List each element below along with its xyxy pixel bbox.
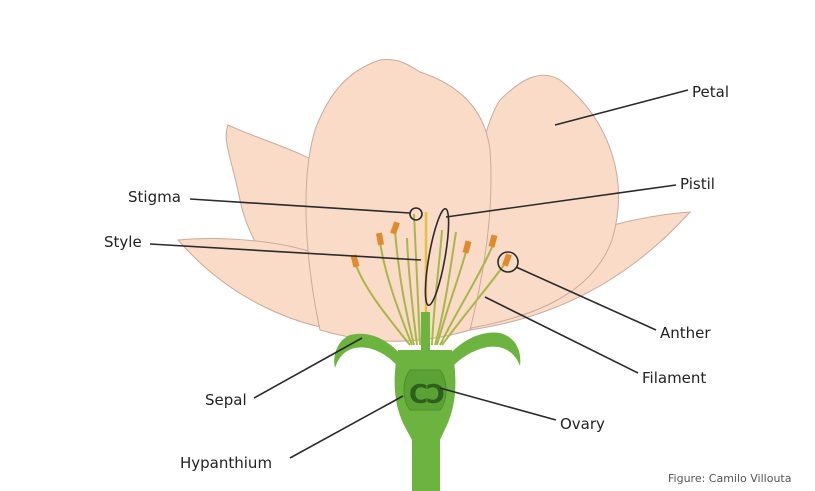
sepal-leader: [253, 337, 363, 399]
ovule-right: Ɔ: [426, 380, 445, 410]
label-pistil: Pistil: [680, 175, 715, 193]
petal-center: [305, 59, 492, 342]
stigma-leader: [189, 198, 411, 214]
ovule-left: C: [409, 380, 428, 410]
style-leader: [149, 243, 422, 261]
stigma-marker: [409, 207, 423, 221]
label-style: Style: [104, 233, 142, 251]
hypanthium-leader: [289, 395, 404, 459]
figure-credit: Figure: Camilo Villouta: [668, 472, 791, 485]
pistil-leader: [445, 184, 677, 218]
petal-leader: [554, 89, 689, 126]
ovary-chamber: [403, 369, 447, 411]
anther-leader: [515, 266, 657, 331]
label-ovary: Ovary: [560, 415, 605, 433]
anther-marker: [497, 251, 519, 273]
label-hypanthium: Hypanthium: [180, 454, 272, 472]
label-anther: Anther: [660, 324, 711, 342]
ovary-leader: [439, 387, 557, 421]
label-petal: Petal: [692, 83, 729, 101]
pistil-marker: [424, 207, 450, 307]
label-stigma: Stigma: [128, 188, 181, 206]
filament-leader: [484, 296, 639, 374]
label-sepal: Sepal: [205, 391, 247, 409]
pistil-base: [421, 312, 430, 352]
sepal-right: [445, 332, 521, 375]
label-filament: Filament: [642, 369, 706, 387]
